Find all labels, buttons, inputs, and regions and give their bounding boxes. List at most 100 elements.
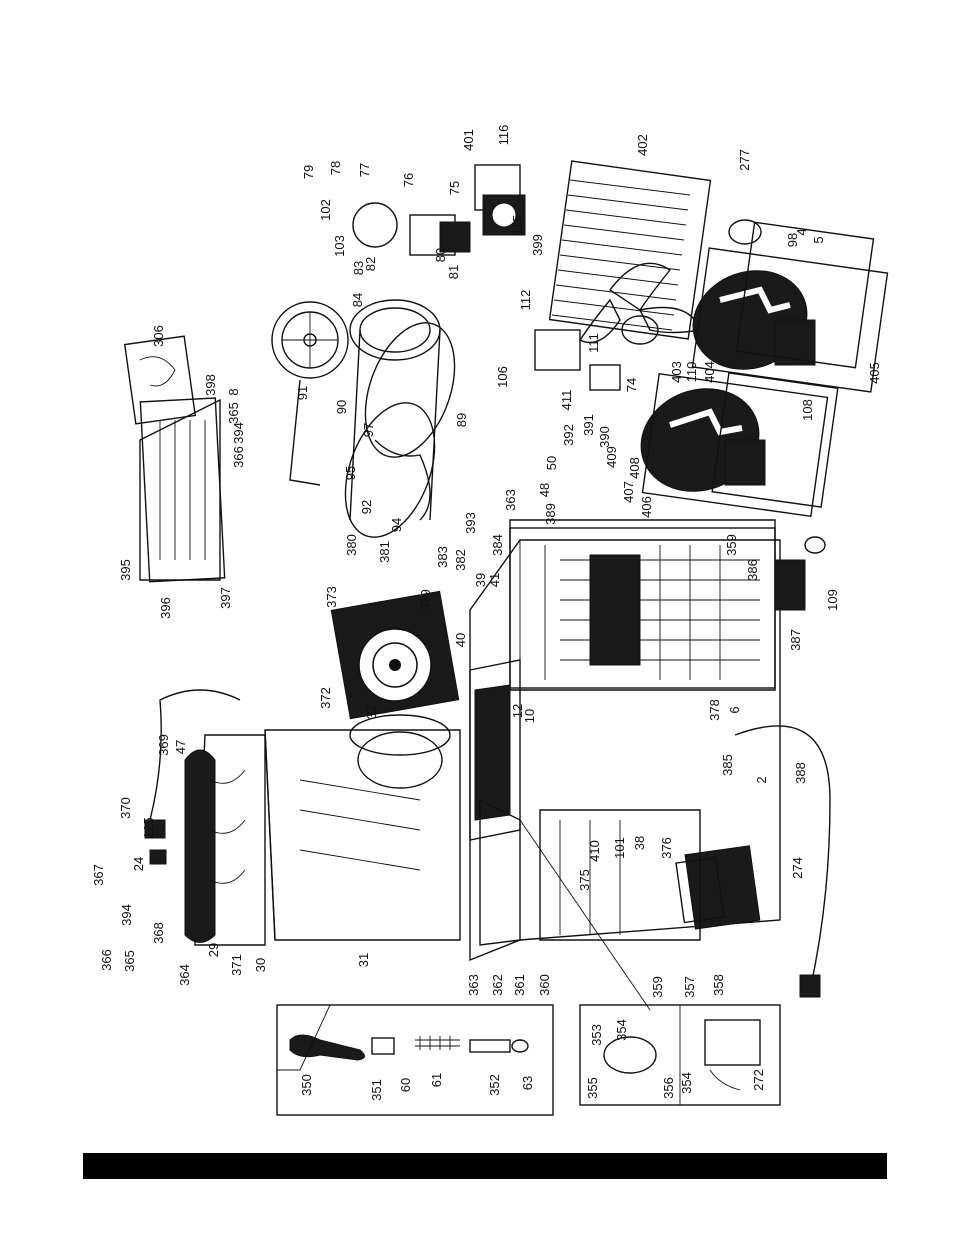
part-callout-97: 97 — [361, 423, 376, 437]
part-callout-29: 29 — [206, 943, 221, 957]
part-callout-375: 375 — [577, 869, 592, 891]
part-callout-116: 116 — [496, 125, 511, 146]
part-callout-354: 354 — [679, 1072, 694, 1094]
part-callout-81: 81 — [446, 265, 461, 279]
part-callout-38: 38 — [632, 836, 647, 850]
part-callout-365: 365 — [122, 950, 137, 972]
part-callout-367: 367 — [91, 864, 106, 886]
part-callout-379: 379 — [418, 589, 433, 611]
part-callout-370: 370 — [118, 797, 133, 819]
part-callout-409: 409 — [604, 446, 619, 468]
part-callout-378: 378 — [707, 699, 722, 721]
part-callout-101: 101 — [612, 837, 627, 859]
part-callout-405: 405 — [867, 362, 882, 384]
part-callout-110: 110 — [684, 362, 699, 383]
part-callout-386: 386 — [745, 559, 760, 581]
part-callout-404: 404 — [702, 361, 717, 383]
part-callout-384: 384 — [490, 534, 505, 556]
part-callout-392: 392 — [561, 424, 576, 446]
inset-handle-box — [276, 1004, 554, 1116]
part-callout-103: 103 — [332, 235, 347, 257]
part-callout-2: 2 — [754, 776, 769, 783]
part-callout-373: 373 — [324, 586, 339, 608]
inset-switch-box — [579, 1004, 781, 1106]
inset-pointer — [277, 1004, 331, 1071]
dispense-valve — [144, 689, 241, 865]
part-callout-47: 47 — [173, 740, 188, 754]
part-callout-89: 89 — [454, 413, 469, 427]
part-callout-363: 363 — [466, 974, 481, 996]
ice-bin-hopper — [264, 714, 461, 941]
part-callout-366: 366 — [231, 446, 246, 468]
part-callout-76: 76 — [401, 173, 416, 187]
part-callout-115: 115 — [510, 215, 525, 236]
part-callout-108: 108 — [800, 399, 815, 421]
part-callout-407: 407 — [621, 481, 636, 503]
part-callout-364: 364 — [177, 964, 192, 986]
part-callout-90: 90 — [334, 400, 349, 414]
part-callout-357: 357 — [682, 976, 697, 998]
part-callout-397: 397 — [218, 587, 233, 609]
part-callout-12: 12 — [510, 704, 525, 718]
part-callout-394: 394 — [231, 422, 246, 444]
part-callout-359: 359 — [724, 534, 739, 556]
part-callout-63: 63 — [520, 1076, 535, 1090]
compressor-lower — [640, 372, 829, 518]
part-callout-94: 94 — [389, 518, 404, 532]
part-callout-387: 387 — [788, 629, 803, 651]
part-callout-24: 24 — [131, 857, 146, 871]
part-callout-32: 32 — [364, 705, 379, 719]
part-callout-306: 306 — [151, 325, 166, 347]
compressor-mount-plate — [711, 221, 875, 508]
parts-artwork — [123, 160, 889, 1116]
part-callout-78: 78 — [328, 161, 343, 175]
part-callout-368: 368 — [151, 922, 166, 944]
part-callout-351: 351 — [369, 1079, 384, 1101]
drum-assembly — [344, 322, 456, 538]
part-callout-98: 98 — [785, 233, 800, 247]
part-callout-372: 372 — [318, 687, 333, 709]
condenser-coil — [548, 160, 762, 340]
part-callout-91: 91 — [295, 386, 310, 400]
part-callout-350: 350 — [299, 1074, 314, 1096]
part-callout-31: 31 — [356, 953, 371, 967]
part-callout-408: 408 — [627, 457, 642, 479]
part-callout-382: 382 — [453, 549, 468, 571]
part-callout-39: 39 — [473, 573, 488, 587]
instruction-panel — [123, 335, 197, 425]
part-callout-403: 403 — [669, 361, 684, 383]
fan-module — [474, 164, 526, 236]
part-callout-112: 112 — [518, 290, 533, 311]
part-callout-395: 395 — [118, 559, 133, 581]
evaporator-cover — [139, 397, 226, 583]
part-callout-41: 41 — [487, 573, 502, 587]
side-panel — [479, 798, 701, 946]
part-callout-406: 406 — [639, 496, 654, 518]
control-module — [675, 845, 761, 930]
part-callout-111: 111 — [586, 333, 601, 353]
part-callout-393: 393 — [463, 512, 478, 534]
part-callout-361: 361 — [512, 974, 527, 996]
part-callout-369: 369 — [156, 734, 171, 756]
part-callout-277: 277 — [737, 149, 752, 171]
part-callout-352: 352 — [487, 1074, 502, 1096]
part-callout-402: 402 — [635, 134, 650, 156]
part-callout-40: 40 — [453, 633, 468, 647]
part-callout-355: 355 — [585, 1077, 600, 1099]
part-callout-106: 106 — [495, 366, 510, 388]
part-callout-366: 366 — [99, 949, 114, 971]
part-callout-360: 360 — [537, 974, 552, 996]
part-callout-50: 50 — [544, 456, 559, 470]
part-callout-376: 376 — [659, 837, 674, 859]
part-callout-10: 10 — [522, 709, 537, 723]
part-callout-396: 396 — [158, 597, 173, 619]
part-callout-359: 359 — [650, 976, 665, 998]
drip-tray — [469, 659, 521, 841]
part-callout-354: 354 — [614, 1019, 629, 1041]
part-callout-388: 388 — [793, 762, 808, 784]
part-callout-381: 381 — [377, 541, 392, 563]
part-callout-356: 356 — [661, 1077, 676, 1099]
part-callout-383: 383 — [435, 546, 450, 568]
